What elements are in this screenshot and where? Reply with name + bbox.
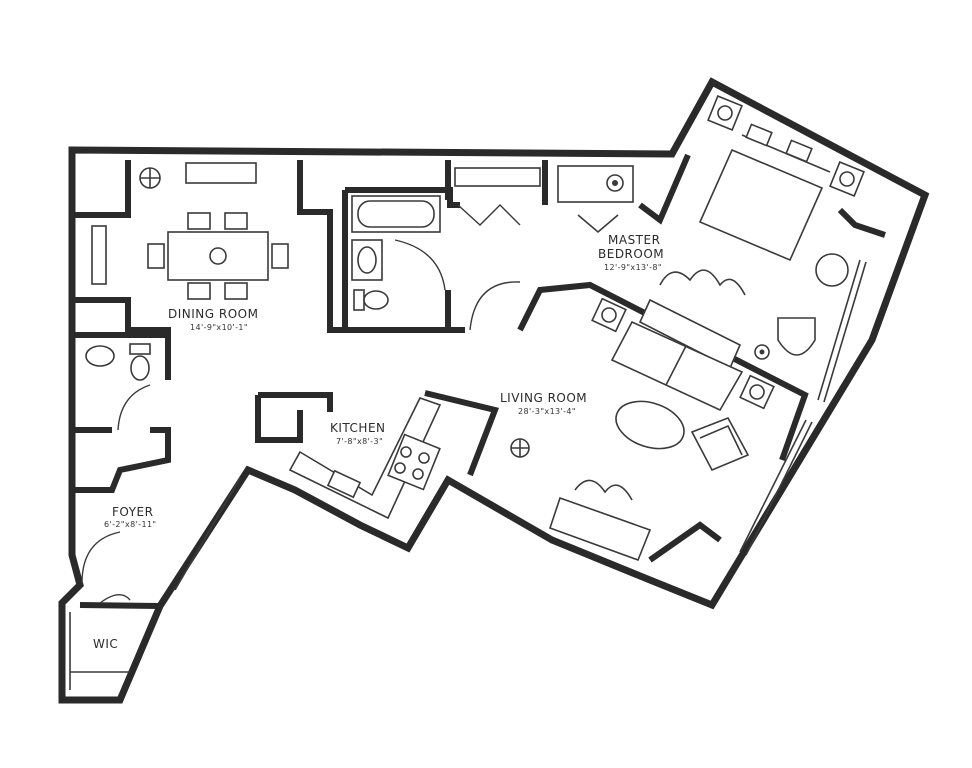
plant-icon bbox=[574, 479, 633, 501]
foyer-wall bbox=[72, 427, 171, 493]
armchair-icon bbox=[690, 416, 750, 472]
outer-wall bbox=[58, 77, 930, 704]
bedroom-window-inner bbox=[823, 261, 867, 403]
coffee-table bbox=[615, 400, 685, 450]
living-corner-box bbox=[648, 521, 722, 563]
dining-chair bbox=[271, 243, 289, 269]
sofa-icon bbox=[610, 320, 744, 412]
living-window-inner bbox=[745, 421, 813, 556]
column-marker-icon bbox=[739, 374, 775, 410]
wic-top-wall bbox=[79, 602, 161, 609]
bed-frame bbox=[698, 148, 824, 262]
bedroom-door-swing bbox=[469, 281, 521, 331]
master-bedroom-label-line2: BEDROOM bbox=[598, 247, 664, 261]
column-marker-icon bbox=[606, 174, 624, 192]
column-marker-icon bbox=[591, 297, 627, 333]
bedroom-side-table bbox=[815, 253, 849, 287]
bathtub-icon bbox=[351, 195, 441, 233]
stove-icon bbox=[387, 433, 441, 491]
closet-right-wall bbox=[638, 153, 691, 225]
sink-icon bbox=[351, 239, 383, 281]
media-console bbox=[548, 479, 652, 562]
sofa-cushion-line bbox=[665, 345, 687, 386]
dining-chair bbox=[187, 212, 211, 230]
dining-chair bbox=[224, 282, 248, 300]
living-window bbox=[739, 419, 807, 553]
kitchen-right-wall bbox=[424, 390, 500, 477]
master-bedroom-dims: 12'-9"x13'-8" bbox=[604, 263, 662, 272]
wic-label: WIC bbox=[93, 637, 118, 651]
dining-chair bbox=[187, 282, 211, 300]
room-labels: DINING ROOM 14'-9"x10'-1" MASTER BEDROOM… bbox=[93, 233, 664, 651]
bedroom-window bbox=[817, 259, 861, 401]
bedroom-nightstands bbox=[707, 95, 865, 360]
bath-outer-wall bbox=[342, 190, 445, 333]
closet-bifold-door bbox=[457, 204, 521, 226]
kitchen-sink bbox=[326, 469, 362, 499]
kitchen-label: KITCHEN bbox=[330, 421, 386, 435]
column-marker-icon bbox=[707, 95, 743, 131]
kitchen-counter bbox=[288, 397, 442, 520]
toilet-icon bbox=[129, 343, 151, 381]
wic-shelving bbox=[69, 612, 130, 690]
kitchen-dims: 7'-8"x8'-3" bbox=[336, 437, 383, 446]
exterior-walls bbox=[58, 77, 930, 704]
entry-door-swing bbox=[81, 531, 121, 584]
living-room-label: LIVING ROOM bbox=[500, 391, 587, 405]
bed-icon bbox=[698, 123, 831, 262]
dining-table bbox=[167, 231, 269, 281]
sideboard bbox=[185, 162, 257, 184]
kitchen-fixtures bbox=[288, 397, 442, 520]
kitchen-top-wall bbox=[258, 392, 333, 412]
tv-console bbox=[548, 496, 652, 562]
pillow bbox=[745, 123, 773, 147]
foyer-label: FOYER bbox=[112, 505, 153, 519]
dining-chair bbox=[147, 243, 165, 269]
dining-room-label: DINING ROOM bbox=[168, 307, 258, 321]
closets bbox=[454, 165, 634, 234]
bedroom-chair bbox=[777, 317, 816, 356]
powder-room-fixtures bbox=[85, 343, 151, 381]
table-centerpiece bbox=[209, 247, 227, 265]
bath-door-swing bbox=[394, 239, 446, 291]
closet-shelf bbox=[454, 167, 541, 187]
bedroom-living-wall bbox=[517, 281, 809, 462]
foyer-window bbox=[174, 477, 241, 591]
kitchen-column bbox=[255, 395, 303, 443]
foyer-dims: 6'-2"x8'-11" bbox=[104, 520, 157, 529]
master-bedroom-label: MASTER bbox=[608, 233, 660, 247]
closet-door-flap bbox=[577, 214, 619, 234]
dining-room-dims: 14'-9"x10'-1" bbox=[190, 323, 248, 332]
column-marker-icon bbox=[139, 167, 161, 189]
column-marker-icon bbox=[754, 344, 770, 360]
dining-right-wall bbox=[297, 160, 345, 333]
bedroom-window-wall bbox=[837, 207, 886, 238]
bath-right-wall bbox=[445, 290, 465, 333]
column-marker-icon bbox=[829, 161, 865, 197]
toilet-icon bbox=[353, 289, 389, 311]
dining-upper-left-wall bbox=[72, 160, 131, 218]
closet-cabinet bbox=[557, 165, 634, 203]
interior-walls bbox=[72, 153, 886, 609]
dining-table-icon bbox=[91, 162, 289, 300]
sink-icon bbox=[85, 345, 115, 367]
column-marker-icon bbox=[510, 438, 530, 458]
sofa-body bbox=[610, 320, 744, 412]
dining-chair bbox=[224, 212, 248, 230]
windows bbox=[174, 259, 867, 591]
living-room-dims: 28'-3"x13'-4" bbox=[518, 407, 576, 416]
dining-lower-wall bbox=[72, 297, 171, 380]
pillow bbox=[785, 139, 813, 163]
doors bbox=[81, 204, 521, 604]
buffet bbox=[91, 225, 107, 285]
powder-door-swing bbox=[117, 384, 151, 431]
master-bath-fixtures bbox=[351, 195, 441, 311]
wic-door-swing bbox=[99, 594, 131, 604]
